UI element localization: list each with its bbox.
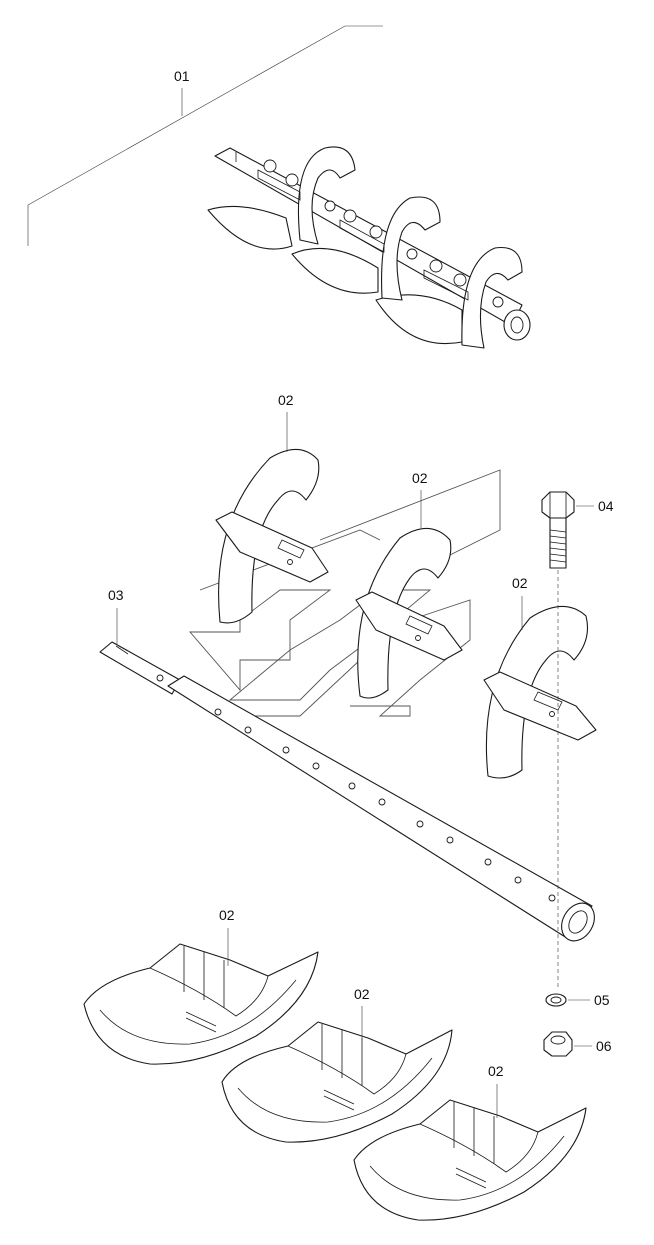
callout-02e: 02 [354,986,370,1040]
auger-assembly [207,146,531,349]
callout-label-02e: 02 [354,986,370,1002]
callout-label-02c: 02 [512,575,528,591]
callout-label-02d: 02 [219,907,235,923]
callout-05: 05 [568,992,610,1008]
callout-label-02a: 02 [278,392,294,408]
callout-02d: 02 [219,907,235,966]
flight-segment-02a [215,448,329,624]
callout-02b: 02 [412,470,428,528]
half-segment-02d [83,943,319,1065]
flight-segment-02b [355,527,463,699]
nut-06 [543,1031,573,1057]
callout-label-06: 06 [596,1038,612,1054]
callout-label-01: 01 [174,68,190,84]
shaft-holes [156,674,556,902]
shaft-03 [99,641,595,942]
bolt-04 [541,491,575,990]
callout-02c: 02 [512,575,528,630]
callout-03: 03 [108,587,124,644]
half-segment-02f [353,1099,587,1221]
callout-label-04: 04 [598,498,614,514]
callout-04: 04 [576,498,614,514]
callout-label-02b: 02 [412,470,428,486]
callout-02f: 02 [488,1063,504,1118]
callout-label-05: 05 [594,992,610,1008]
callout-label-03: 03 [108,587,124,603]
callout-label-02f: 02 [488,1063,504,1079]
assembly-bolts [257,159,504,308]
half-segment-02e [221,1021,453,1143]
washer-05 [545,993,567,1007]
callout-01: 01 [27,25,383,246]
callout-02a: 02 [278,392,294,452]
callout-06: 06 [574,1038,612,1054]
flight-segment-02c [483,605,597,779]
